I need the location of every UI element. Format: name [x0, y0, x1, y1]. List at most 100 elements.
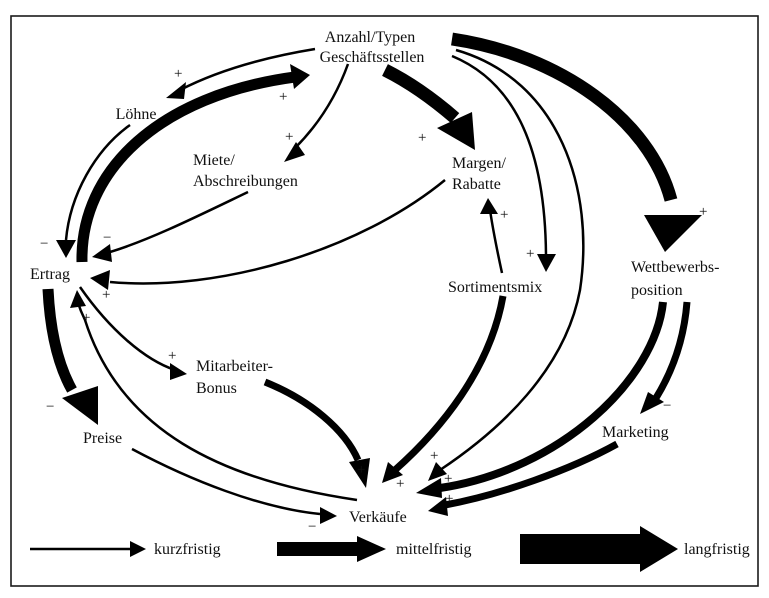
edge-sign: +	[168, 348, 176, 364]
edge-geschaeftsstellen-margen	[382, 64, 460, 123]
node-line: Marketing	[602, 424, 669, 441]
arrowhead	[428, 497, 448, 516]
node-line: Bonus	[196, 380, 237, 397]
node-sortimentsmix: Sortimentsmix	[448, 279, 542, 296]
edge-geschaeftsstellen-verkaeufe	[439, 48, 585, 472]
legend-label: kurzfristig	[154, 541, 221, 558]
edge-sign: +	[500, 207, 508, 223]
legend-arrow-thick-shaft	[520, 534, 640, 564]
edge-sign: −	[308, 519, 316, 535]
node-line: Rabatte	[452, 176, 501, 193]
edge-sign: −	[663, 398, 671, 414]
edge-sign: +	[444, 471, 452, 487]
edge-sign: +	[102, 287, 110, 303]
edge-loehne-ertrag	[64, 123, 131, 241]
edge-sortimentsmix-margen	[488, 209, 504, 274]
node-line: Margen/	[452, 155, 506, 172]
arrowhead	[166, 82, 186, 99]
edge-sign: +	[418, 130, 426, 146]
edge-wettbewerb-verkaeufe	[439, 301, 667, 492]
legend-label: langfristig	[684, 541, 750, 558]
arrowhead	[640, 526, 678, 572]
arrowhead	[70, 290, 86, 308]
arrowhead	[644, 215, 702, 252]
node-line: Preise	[83, 430, 122, 447]
legend: kurzfristig mittelfristig langfristig	[30, 526, 750, 572]
edge-sign: +	[526, 246, 534, 262]
node-line: Ertrag	[30, 266, 70, 283]
node-loehne: Löhne	[116, 106, 157, 123]
edge-sign: +	[357, 462, 365, 478]
arrowhead	[92, 244, 112, 262]
edge-sign: +	[430, 448, 438, 464]
edge-sign: −	[46, 399, 54, 415]
edge-miete-ertrag	[109, 190, 249, 254]
edge-bonus-verkaeufe	[263, 378, 362, 462]
legend-item-kurzfristig: kurzfristig	[30, 541, 221, 558]
legend-item-mittelfristig: mittelfristig	[277, 536, 472, 562]
edge-sign: +	[174, 66, 182, 82]
arrowhead	[416, 478, 442, 498]
edge-sign: +	[699, 204, 707, 220]
edge-sign: +	[82, 310, 90, 326]
node-marketing: Marketing	[602, 424, 669, 441]
edge-sortimentsmix-verkaeufe	[392, 295, 507, 473]
edge-verkaeufe-ertrag	[75, 299, 358, 502]
edge-sign: +	[279, 89, 287, 105]
node-line: Abschreibungen	[193, 173, 298, 190]
edge-geschaeftsstellen-sortimentsmix	[451, 54, 548, 256]
edge-sign: −	[40, 236, 48, 252]
node-line: Verkäufe	[349, 509, 407, 526]
arrowhead	[130, 541, 146, 557]
edge-ertrag-geschaeftsstellen	[76, 71, 296, 263]
edge-geschaeftsstellen-wettbewerb	[451, 32, 678, 202]
edge-geschaeftsstellen-miete	[294, 63, 350, 149]
arrowhead	[170, 363, 187, 380]
node-verkaeufe: Verkäufe	[349, 509, 407, 526]
edge-margen-ertrag	[109, 179, 446, 285]
node-wettbewerb: Wettbewerbs- position	[631, 259, 723, 299]
node-line: Sortimentsmix	[448, 279, 542, 296]
edge-sign: +	[285, 129, 293, 145]
node-margen: Margen/ Rabatte	[452, 155, 510, 193]
node-line: Anzahl/Typen	[325, 29, 415, 46]
node-line: Mitarbeiter-	[196, 358, 273, 375]
arrowhead	[357, 536, 386, 562]
arrowhead	[62, 386, 98, 425]
diagram-frame	[10, 15, 759, 587]
arrowhead	[437, 112, 475, 150]
node-line: Geschäftsstellen	[320, 49, 425, 66]
node-preise: Preise	[83, 430, 122, 447]
edge-sign: +	[396, 476, 404, 492]
arrowhead	[480, 198, 498, 214]
arrowhead	[320, 507, 337, 524]
edge-sign: −	[103, 230, 111, 246]
edge-wettbewerb-marketing	[653, 301, 691, 400]
legend-arrow-medium-shaft	[277, 542, 357, 556]
node-line: Miete/	[193, 152, 235, 169]
arrowhead	[284, 142, 305, 162]
node-line: Wettbewerbs-	[631, 259, 719, 276]
node-bonus: Mitarbeiter- Bonus	[196, 358, 277, 397]
edge-geschaeftsstellen-loehne	[179, 47, 316, 92]
arrowhead	[349, 458, 370, 488]
edge-ertrag-preise	[42, 288, 77, 393]
arrowhead	[56, 240, 76, 258]
arrowhead	[640, 392, 664, 414]
node-ertrag: Ertrag	[30, 266, 70, 283]
node-line: position	[631, 282, 683, 299]
legend-item-langfristig: langfristig	[520, 526, 750, 572]
node-miete: Miete/ Abschreibungen	[193, 152, 298, 190]
arrowhead	[537, 254, 556, 272]
legend-label: mittelfristig	[396, 541, 472, 558]
node-geschaeftsstellen: Anzahl/Typen Geschäftsstellen	[320, 29, 425, 66]
edge-sign: +	[445, 491, 453, 507]
node-line: Löhne	[116, 106, 157, 123]
arrowhead	[382, 462, 403, 483]
edge-ertrag-bonus	[78, 286, 176, 372]
arrowhead	[428, 462, 447, 481]
edge-preise-verkaeufe	[131, 447, 321, 516]
arrowhead	[90, 270, 110, 290]
arrowhead	[290, 64, 310, 89]
